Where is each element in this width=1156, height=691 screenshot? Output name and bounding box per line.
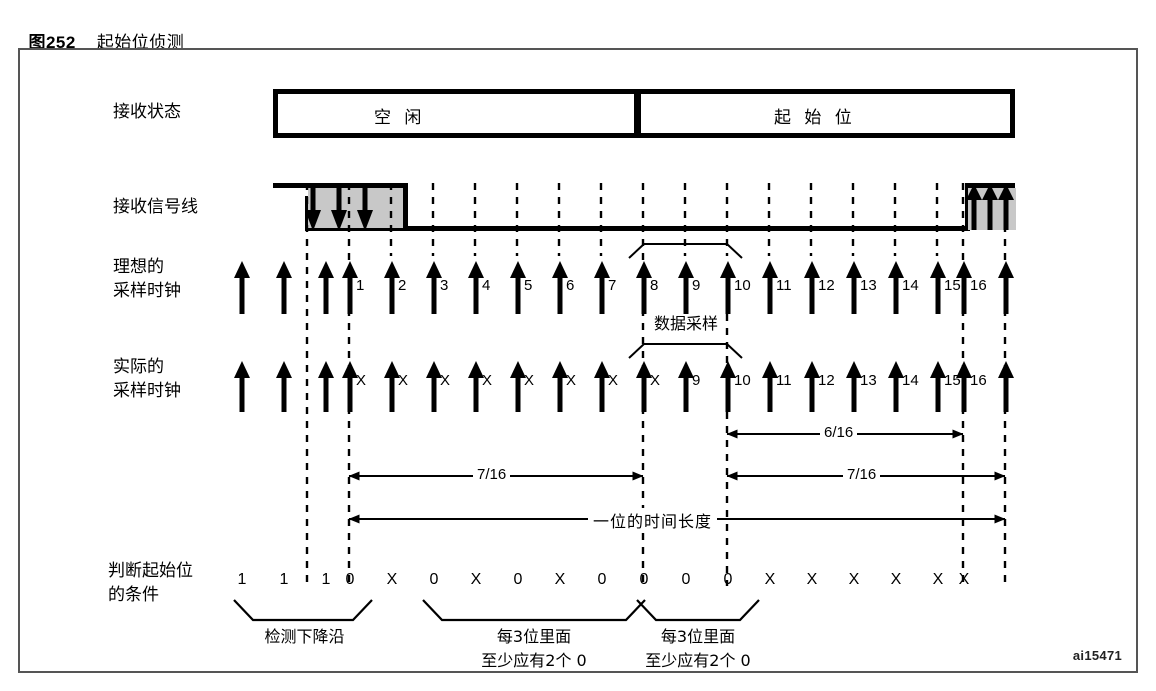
rising-edge-marker xyxy=(966,184,1016,230)
actual-clock-arrows xyxy=(234,361,1014,412)
row-label-ideal-clock-line1: 理想的 xyxy=(113,257,164,277)
condition-bit: X xyxy=(386,571,398,588)
condition-bit: 0 xyxy=(345,571,355,588)
three-bit-rule-1-line1: 每3位里面 xyxy=(496,627,572,646)
figure-number: 图252 xyxy=(28,33,76,52)
actual-tick-number: 16 xyxy=(970,372,987,389)
row-label-receive-state: 接收状态 xyxy=(113,102,181,122)
actual-tick-number: 13 xyxy=(860,372,877,389)
condition-bit: X xyxy=(958,571,970,588)
ideal-tick-number: 13 xyxy=(860,277,877,294)
state-bar-start-label: 起 始 位 xyxy=(774,108,856,128)
dim-label-6-16: 6/16 xyxy=(820,424,858,441)
actual-tick-number: X xyxy=(356,372,367,389)
actual-tick-number: X xyxy=(440,372,451,389)
ideal-clock-arrows xyxy=(234,261,1014,314)
actual-tick-number: 15 xyxy=(944,372,961,389)
three-bit-rule-2-line1: 每3位里面 xyxy=(660,627,736,646)
condition-bit: X xyxy=(554,571,566,588)
condition-bit: 1 xyxy=(279,571,289,588)
ideal-tick-number: 10 xyxy=(734,277,751,294)
three-bit-rule-1-line2: 至少应有2个 0 xyxy=(481,651,587,670)
condition-bit: 0 xyxy=(513,571,523,588)
falling-edge-marker xyxy=(305,187,403,231)
condition-bit: 0 xyxy=(597,571,607,588)
ideal-tick-number: 8 xyxy=(650,277,659,294)
condition-bit: 0 xyxy=(639,571,649,588)
row-label-receive-signal-line: 接收信号线 xyxy=(113,197,198,217)
actual-tick-number: X xyxy=(398,372,409,389)
condition-bit: X xyxy=(806,571,818,588)
row-label-start-bit-condition-line2: 的条件 xyxy=(108,585,159,605)
row-label-start-bit-condition-line1: 判断起始位 xyxy=(108,561,193,581)
actual-tick-number: X xyxy=(650,372,661,389)
ideal-tick-number: 1 xyxy=(356,277,365,294)
actual-tick-number: 9 xyxy=(692,372,701,389)
falling-edge-caption: 检测下降沿 xyxy=(264,627,345,646)
dim-label-bit-duration: 一位的时间长度 xyxy=(588,508,718,532)
dimension-arrows xyxy=(348,429,1006,524)
condition-bit: 0 xyxy=(723,571,733,588)
figure-caption: 起始位侦测 xyxy=(96,33,185,52)
ideal-tick-number: 9 xyxy=(692,277,701,294)
ideal-tick-number: 11 xyxy=(776,277,792,294)
figure-title: 图252 起始位侦测 xyxy=(18,8,184,53)
condition-bit: 0 xyxy=(429,571,439,588)
condition-bit: X xyxy=(764,571,776,588)
condition-bit: 1 xyxy=(237,571,247,588)
condition-bit: X xyxy=(848,571,860,588)
condition-bit: 0 xyxy=(681,571,691,588)
condition-bit: X xyxy=(470,571,482,588)
ideal-tick-number: 3 xyxy=(440,277,449,294)
row-label-actual-clock-line2: 采样时钟 xyxy=(113,381,181,401)
condition-bit: X xyxy=(932,571,944,588)
dim-label-7-16-left: 7/16 xyxy=(473,466,511,483)
row-label-ideal-clock-line2: 采样时钟 xyxy=(113,281,181,301)
data-sampling-label: 数据采样 xyxy=(653,314,718,333)
actual-tick-number: 11 xyxy=(776,372,792,389)
actual-tick-number: 14 xyxy=(902,372,919,389)
row-label-actual-clock-line1: 实际的 xyxy=(113,357,164,377)
actual-tick-number: X xyxy=(482,372,493,389)
ideal-tick-number: 16 xyxy=(970,277,987,294)
actual-tick-number: 10 xyxy=(734,372,751,389)
ideal-tick-number: 14 xyxy=(902,277,919,294)
ideal-tick-number: 15 xyxy=(944,277,961,294)
data-sampling-bracket-upper xyxy=(628,243,743,259)
data-sampling-bracket-lower xyxy=(628,343,743,359)
actual-tick-number: X xyxy=(566,372,577,389)
ideal-tick-number: 12 xyxy=(818,277,835,294)
ideal-tick-number: 4 xyxy=(482,277,491,294)
ideal-tick-number: 5 xyxy=(524,277,533,294)
actual-tick-number: 12 xyxy=(818,372,835,389)
three-bit-rule-2-line2: 至少应有2个 0 xyxy=(645,651,751,670)
ideal-tick-number: 7 xyxy=(608,277,617,294)
receive-state-bar xyxy=(273,89,1015,138)
ideal-tick-number: 2 xyxy=(398,277,407,294)
actual-tick-number: X xyxy=(608,372,619,389)
dim-label-7-16-right: 7/16 xyxy=(843,466,881,483)
state-bar-idle-label: 空 闲 xyxy=(374,108,426,128)
diagram-frame xyxy=(18,48,1138,673)
actual-tick-number: X xyxy=(524,372,535,389)
figure-watermark: ai15471 xyxy=(1072,648,1122,663)
condition-brackets xyxy=(233,599,760,622)
condition-bit: X xyxy=(890,571,902,588)
condition-bit: 1 xyxy=(321,571,331,588)
ideal-tick-number: 6 xyxy=(566,277,575,294)
